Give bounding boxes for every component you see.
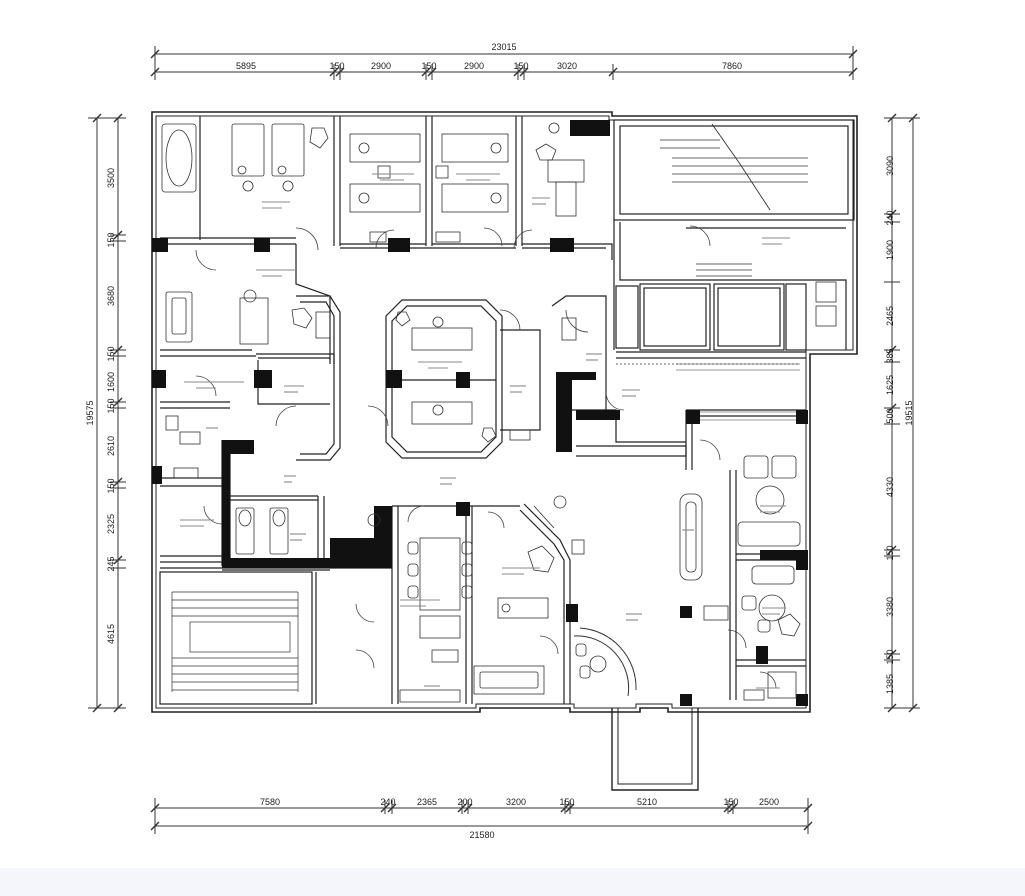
structural-columns	[152, 120, 808, 706]
room-annotation-marks	[180, 173, 790, 689]
right-dimension-4: 2465	[885, 306, 895, 326]
bottom-total-dimension: 21580	[469, 830, 494, 840]
interior-walls	[159, 116, 855, 705]
right-dimension-2: 240	[885, 210, 895, 225]
left-dimension-2: 150	[106, 232, 116, 247]
right-dimension-1: 3090	[885, 156, 895, 176]
left-dimension-11: 4615	[106, 624, 116, 644]
floor-plan-drawing: 23015 5895 150 2900 150 2900 150 3020 78…	[85, 42, 920, 840]
top-dimension-4: 150	[421, 61, 436, 71]
bottom-margin-band	[0, 868, 1025, 896]
bottom-dimension-2: 240	[380, 797, 395, 807]
top-dimension-6: 150	[513, 61, 528, 71]
top-dimension-7: 3020	[557, 61, 577, 71]
bottom-dimension-3: 2365	[417, 797, 437, 807]
bottom-dimension-1: 7580	[260, 797, 280, 807]
bottom-dimension-lines	[150, 798, 813, 834]
right-dimension-lines	[884, 113, 920, 713]
right-dimension-12: 1385	[885, 674, 895, 694]
right-dimension-9: 150	[885, 545, 895, 560]
bottom-dimension-4: 200	[457, 797, 472, 807]
left-dimension-9: 2325	[106, 514, 116, 534]
dimension-labels: 23015 5895 150 2900 150 2900 150 3020 78…	[85, 42, 914, 840]
right-dimension-10: 3380	[885, 597, 895, 617]
left-dimension-5: 1600	[106, 372, 116, 392]
right-dimension-3: 1900	[885, 240, 895, 260]
central-treatment-room	[385, 299, 503, 459]
top-dimension-2: 150	[329, 61, 344, 71]
top-dimension-5: 2900	[464, 61, 484, 71]
top-total-dimension: 23015	[491, 42, 516, 52]
bottom-dimension-5: 3200	[506, 797, 526, 807]
right-dimension-5: 385	[885, 348, 895, 363]
left-dimension-lines	[88, 113, 126, 713]
left-dimension-8: 150	[106, 478, 116, 493]
right-dimension-8: 4330	[885, 477, 895, 497]
left-corner-room	[296, 295, 341, 461]
top-dimension-8: 7860	[722, 61, 742, 71]
stairs-bottom-left	[171, 591, 299, 692]
door-swings	[195, 225, 777, 689]
bottom-dimension-7: 5210	[637, 797, 657, 807]
left-dimension-4: 150	[106, 346, 116, 361]
left-dimension-1: 3500	[106, 168, 116, 188]
top-dimension-3: 2900	[371, 61, 391, 71]
bottom-dimension-8: 150	[723, 797, 738, 807]
left-dimension-10: 245	[106, 556, 116, 571]
right-dimension-7: 500	[885, 408, 895, 423]
left-dimension-7: 2610	[106, 436, 116, 456]
left-total-dimension: 19575	[85, 400, 95, 425]
bottom-dimension-9: 2500	[759, 797, 779, 807]
top-dimension-1: 5895	[236, 61, 256, 71]
right-dimension-6: 1625	[885, 375, 895, 395]
left-dimension-6: 150	[106, 398, 116, 413]
stairs-top-right	[660, 123, 808, 277]
furniture	[161, 122, 837, 703]
left-dimension-3: 3680	[106, 286, 116, 306]
right-dimension-11: 150	[885, 649, 895, 664]
top-dimension-lines	[150, 46, 858, 80]
right-total-dimension: 19515	[904, 400, 914, 425]
bottom-dimension-6: 150	[559, 797, 574, 807]
